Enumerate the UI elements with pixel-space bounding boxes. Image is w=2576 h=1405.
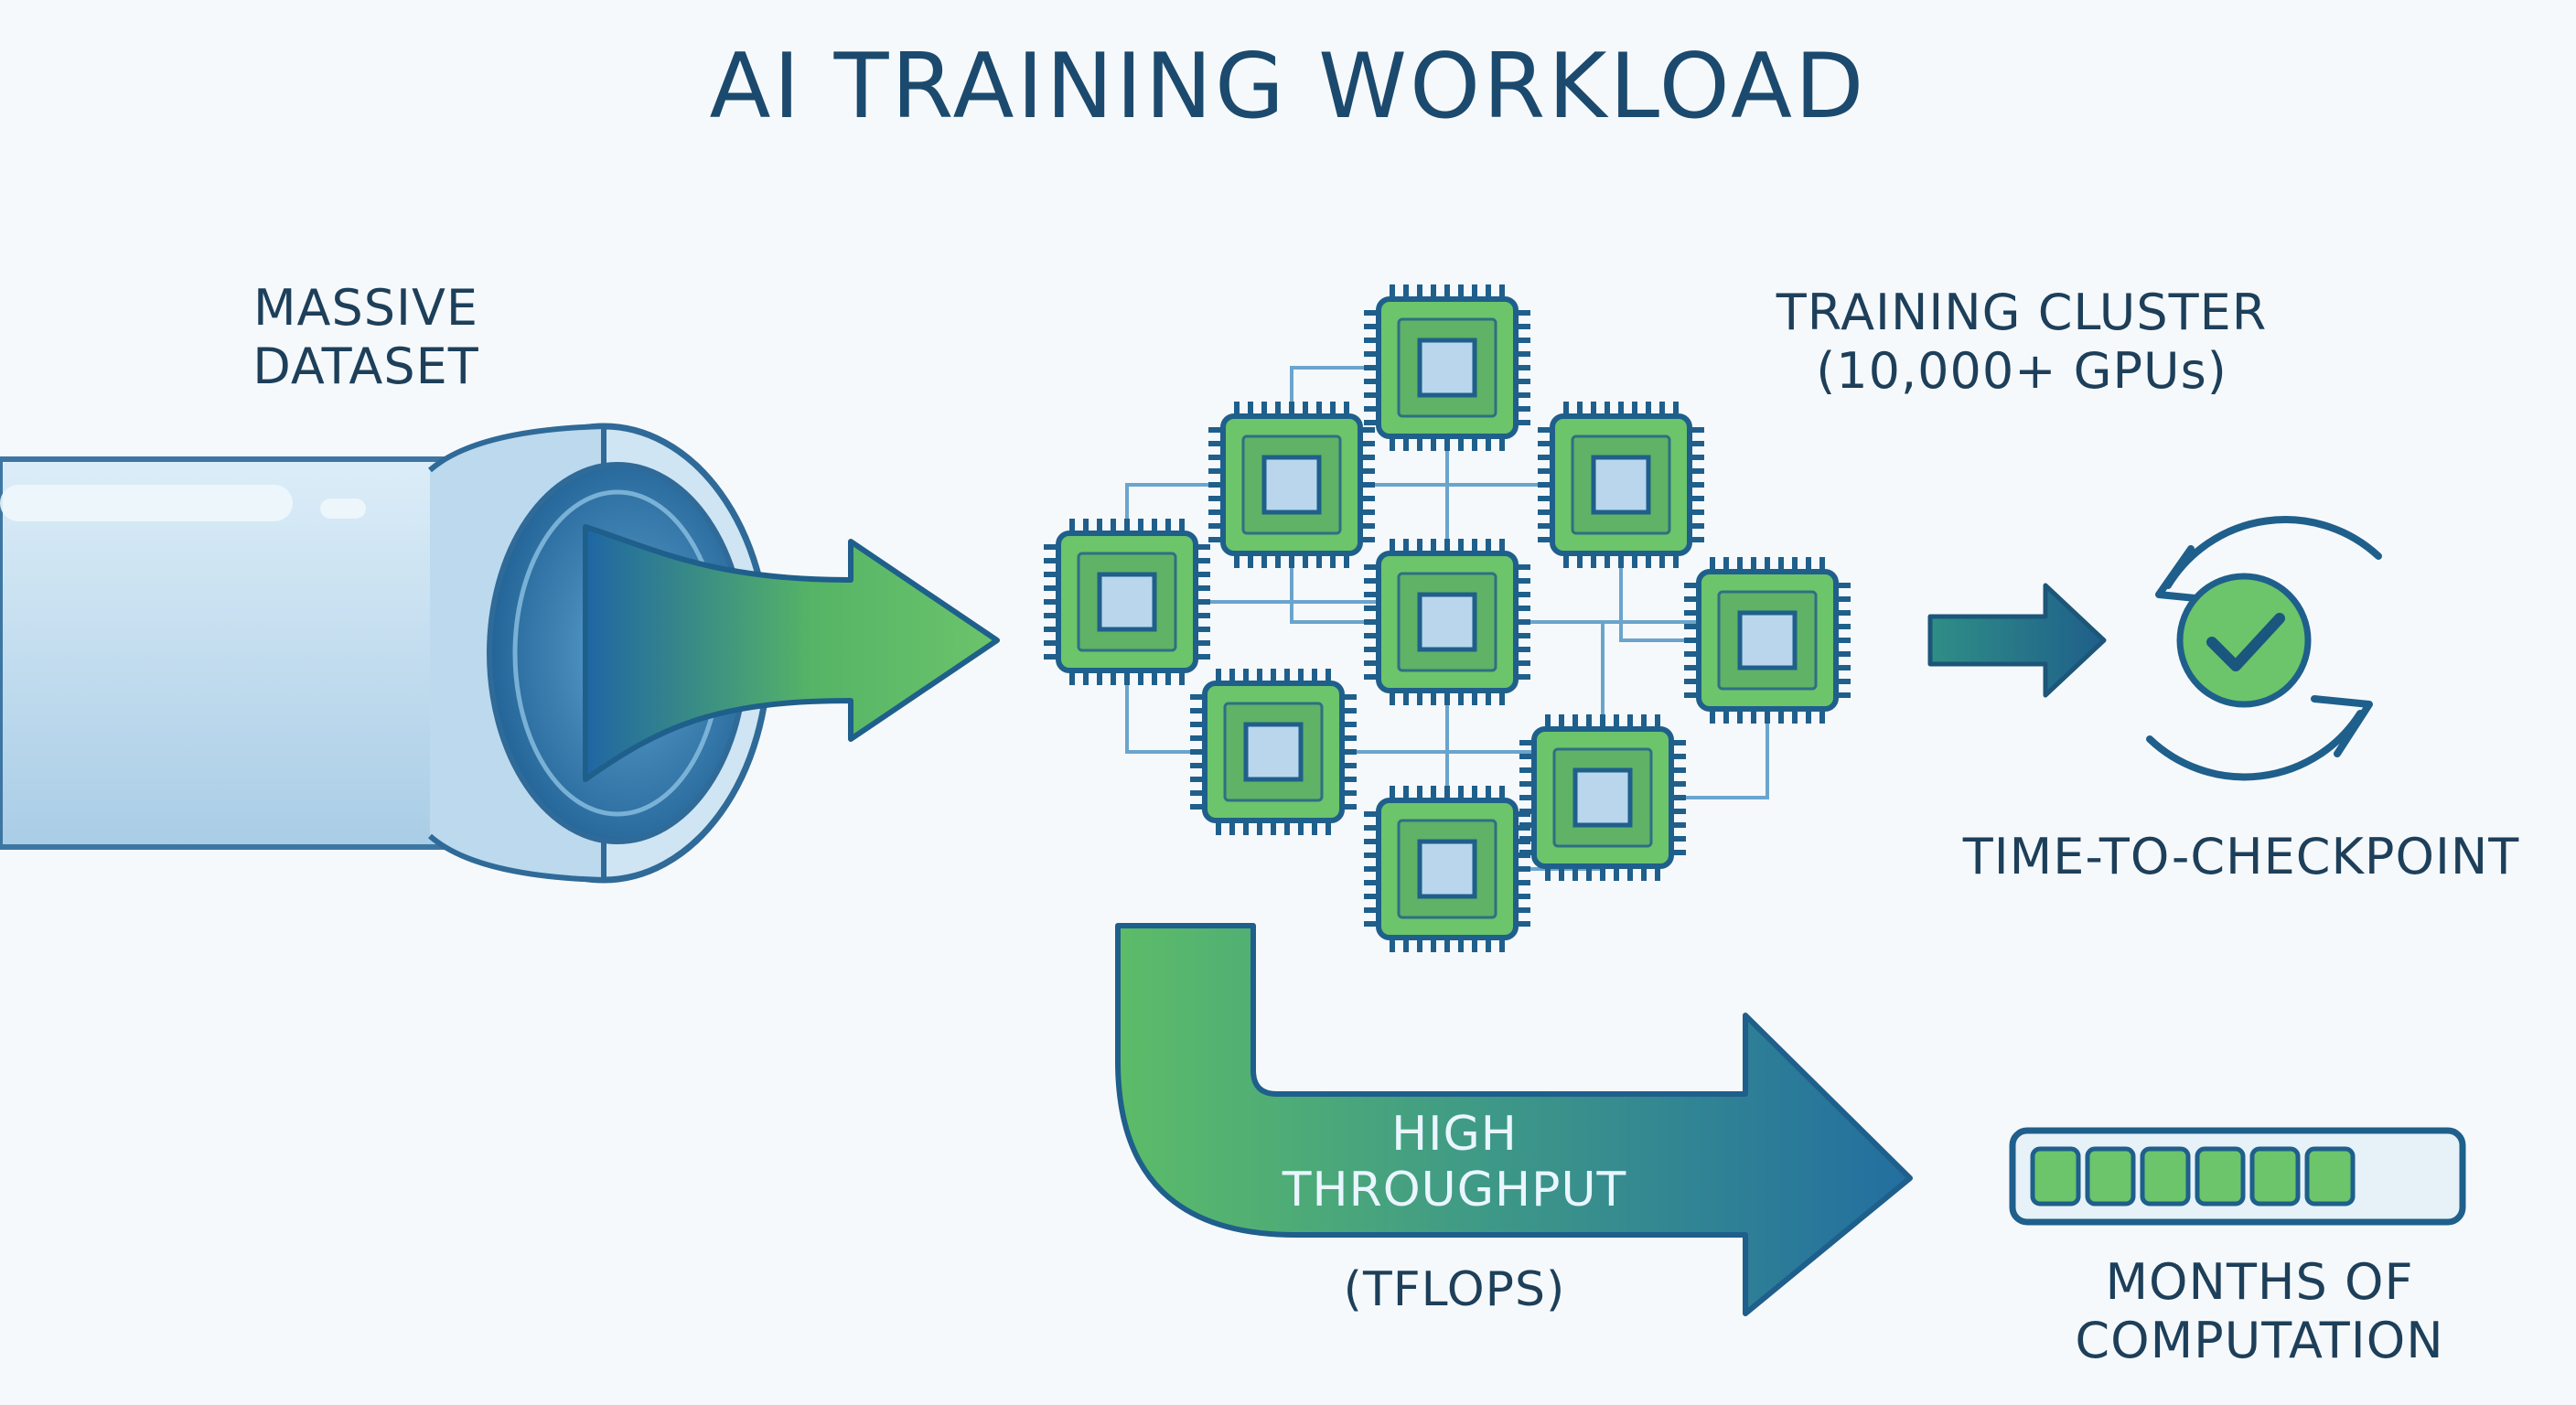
gpu-chip-icon xyxy=(1208,402,1375,568)
data-flow-arrow xyxy=(583,524,1000,782)
progress-segment xyxy=(2304,1146,2356,1207)
cluster-label-line: (10,000+ GPUs) xyxy=(1816,341,2227,400)
dataset-label-line: MASSIVE xyxy=(252,279,479,337)
checkpoint-label: TIME-TO-CHECKPOINT xyxy=(1962,828,2520,885)
progress-segment xyxy=(2249,1146,2301,1207)
gpu-chip-icon xyxy=(1364,539,1530,705)
check-mark-icon xyxy=(2176,573,2312,708)
cluster-label: TRAINING CLUSTER (10,000+ GPUs) xyxy=(1674,284,2369,400)
throughput-label-line: THROUGHPUT xyxy=(1282,1163,1627,1218)
throughput-label: HIGH THROUGHPUT xyxy=(1226,1107,1683,1219)
progress-segment xyxy=(2140,1146,2191,1207)
diagram-title: AI TRAINING WORKLOAD xyxy=(709,35,1867,139)
gpu-chip-icon xyxy=(1684,557,1851,724)
gpu-chip-icon xyxy=(1190,669,1357,835)
progress-segment xyxy=(2085,1146,2136,1207)
progress-segment xyxy=(2195,1146,2246,1207)
months-label-line: MONTHS OF xyxy=(2105,1253,2414,1311)
throughput-unit: (TFLOPS) xyxy=(1343,1262,1566,1317)
checkpoint-arrow xyxy=(1927,583,2107,698)
gpu-chip-icon xyxy=(1364,284,1530,451)
gpu-chip-icon xyxy=(1044,519,1210,685)
training-cluster xyxy=(1044,284,1851,952)
gpu-chip-icon xyxy=(1364,786,1530,952)
dataset-label-line: DATASET xyxy=(252,337,479,395)
progress-segment xyxy=(2030,1146,2081,1207)
throughput-label-line: HIGH xyxy=(1391,1107,1518,1162)
months-label-line: COMPUTATION xyxy=(2075,1311,2444,1369)
throughput-arrow xyxy=(1115,923,1913,1316)
gpu-chip-icon xyxy=(1538,402,1704,568)
data-pipe-icon xyxy=(0,423,772,884)
cluster-label-line: TRAINING CLUSTER xyxy=(1776,284,2268,341)
gpu-chip-icon xyxy=(1519,714,1686,881)
months-label: MONTHS OF COMPUTATION xyxy=(1994,1253,2525,1369)
progress-battery-icon xyxy=(2009,1127,2466,1226)
dataset-label: MASSIVE DATASET xyxy=(183,279,549,395)
